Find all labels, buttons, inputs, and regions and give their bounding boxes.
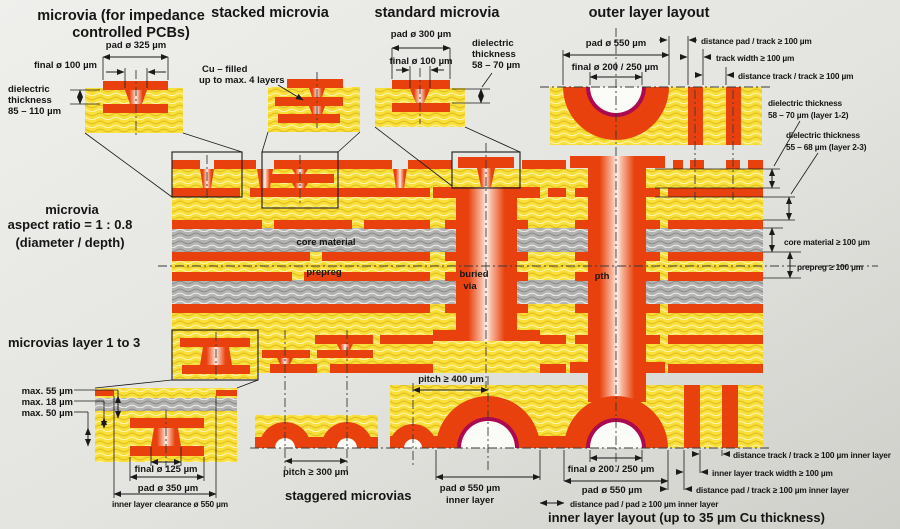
inner-layer-view bbox=[390, 156, 763, 448]
title-standard: standard microvia bbox=[375, 5, 501, 21]
std-diel-1: dielectric bbox=[472, 38, 514, 49]
outer-dtt-label: distance track / track ≥ 100 µm bbox=[738, 71, 853, 81]
outer-final-label: final ø 200 / 250 µm bbox=[572, 62, 659, 73]
title-stacked: stacked microvia bbox=[211, 5, 330, 21]
tl-diel-1: dielectric bbox=[8, 84, 50, 95]
boxD-interior bbox=[173, 331, 257, 379]
std-final-label: final ø 100 µm bbox=[389, 56, 452, 67]
aspect-label-3: (diameter / depth) bbox=[15, 235, 124, 250]
pitch400-label: pitch ≥ 400 µm bbox=[418, 374, 484, 385]
aspect-label-2: aspect ratio = 1 : 0.8 bbox=[8, 217, 133, 232]
outer-layer-view bbox=[550, 87, 762, 145]
inner-dtt-label: distance track / track ≥ 100 µm inner la… bbox=[733, 450, 892, 460]
pitch300-label: pitch ≥ 300 µm bbox=[283, 467, 349, 478]
std-pad-label: pad ø 300 µm bbox=[391, 29, 451, 40]
outer-tw-label: track width ≥ 100 µm bbox=[716, 53, 794, 63]
max18-label: max. 18 µm bbox=[22, 397, 73, 408]
core-material-label: core material bbox=[296, 237, 355, 248]
diel12-label-1: dielectric thickness bbox=[768, 98, 843, 108]
cu-filled-2: up to max. 4 layers bbox=[199, 75, 285, 86]
core-dim-label: core material ≥ 100 µm bbox=[784, 237, 870, 247]
buried-via-label-2: via bbox=[463, 281, 477, 292]
impedance-microvia-drawing bbox=[85, 81, 183, 133]
prepreg-label: prepreg bbox=[306, 267, 342, 278]
title-impedance-1: microvia (for impedance bbox=[37, 8, 205, 24]
title-staggered: staggered microvias bbox=[285, 488, 411, 503]
centerlines bbox=[135, 28, 878, 472]
prepreg-dim-label: prepreg ≥ 100 µm bbox=[797, 262, 863, 272]
layer13-final-label: final ø 125 µm bbox=[134, 464, 197, 475]
cu-filled-1: Cu – filled bbox=[202, 64, 248, 75]
tl-final-label: final ø 100 µm bbox=[34, 60, 97, 71]
title-outer: outer layer layout bbox=[589, 5, 710, 21]
layer13-clearance-label: inner layer clearance ø 550 µm bbox=[112, 499, 228, 509]
title-layer13: microvias layer 1 to 3 bbox=[8, 335, 140, 350]
std-diel-2: thickness bbox=[472, 49, 516, 60]
pad550-inner-2: inner layer bbox=[446, 495, 494, 506]
diel23-label-2: 55 – 68 µm (layer 2-3) bbox=[786, 142, 867, 152]
max55-label: max. 55 µm bbox=[22, 386, 73, 397]
max50-label: max. 50 µm bbox=[22, 408, 73, 419]
inner-tw-label: inner layer track width ≥ 100 µm bbox=[712, 468, 833, 478]
inner-final-label: final ø 200 / 250 µm bbox=[568, 464, 655, 475]
inner-dpt-label: distance pad / track ≥ 100 µm inner laye… bbox=[696, 485, 850, 495]
layer13-pad-label: pad ø 350 µm bbox=[138, 483, 198, 494]
outer-dpt-label: distance pad / track ≥ 100 µm bbox=[701, 36, 812, 46]
tl-diel-3: 85 – 110 µm bbox=[8, 106, 61, 117]
pad550-inner-1: pad ø 550 µm bbox=[440, 483, 500, 494]
tl-pad-label: pad ø 325 µm bbox=[106, 40, 166, 51]
diel12-label-2: 58 – 70 µm (layer 1-2) bbox=[768, 110, 849, 120]
dimension-lines bbox=[70, 36, 819, 506]
title-impedance-2: controlled PCBs) bbox=[72, 25, 190, 41]
aspect-label-1: microvia bbox=[45, 202, 99, 217]
pth-barrel bbox=[588, 156, 646, 402]
pth-label: pth bbox=[595, 271, 610, 282]
labels: microvia (for impedance controlled PCBs)… bbox=[8, 5, 892, 525]
inner-pad-label: pad ø 550 µm bbox=[582, 485, 642, 496]
diel23-label-1: dielectric thickness bbox=[786, 130, 861, 140]
buried-via-label-1: buried bbox=[459, 269, 488, 280]
inner-dpp-label: distance pad / pad ≥ 100 µm inner layer bbox=[570, 499, 719, 509]
outer-pad-label: pad ø 550 µm bbox=[586, 38, 646, 49]
buried-via-barrel bbox=[456, 187, 517, 341]
main-board-cross-section bbox=[172, 156, 763, 373]
std-diel-3: 58 – 70 µm bbox=[472, 60, 520, 71]
tl-diel-2: thickness bbox=[8, 95, 52, 106]
title-inner-layout: inner layer layout (up to 35 µm Cu thick… bbox=[548, 510, 825, 525]
staggered-view bbox=[255, 415, 378, 448]
